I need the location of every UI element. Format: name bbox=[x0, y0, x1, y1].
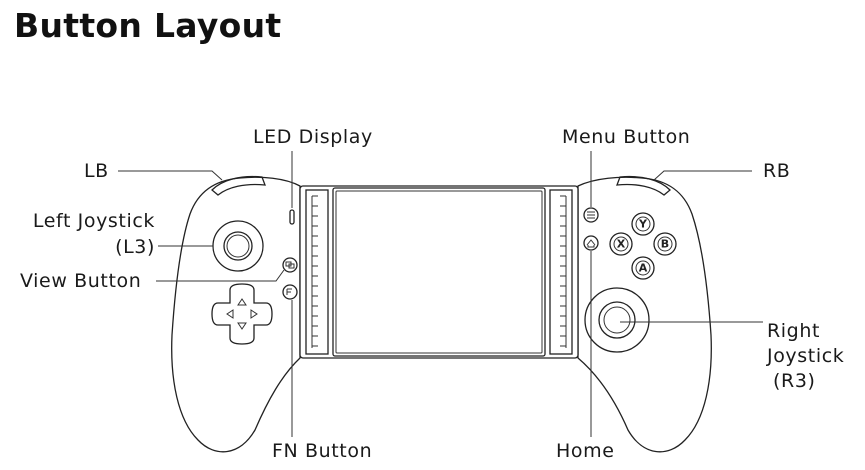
view-button bbox=[282, 257, 298, 273]
label-right-joystick-line1: Right bbox=[767, 320, 821, 342]
screen bbox=[332, 187, 546, 357]
right-joystick bbox=[584, 287, 650, 353]
label-right-joystick-line2: Joystick bbox=[767, 345, 845, 367]
d-pad-down-arrow-icon bbox=[237, 322, 247, 330]
svg-text:X: X bbox=[617, 238, 626, 251]
face-button-b: B bbox=[653, 232, 677, 256]
leader-line-view-button bbox=[156, 269, 285, 282]
left-rail-teeth bbox=[311, 195, 318, 348]
leader-line-rb bbox=[653, 170, 752, 181]
face-button-y: Y bbox=[631, 212, 655, 236]
leader-line-lb bbox=[118, 170, 223, 181]
left-grip bbox=[171, 176, 301, 453]
home-icon bbox=[586, 239, 596, 248]
label-home: Home bbox=[556, 440, 615, 462]
label-left-joystick-line1: Left Joystick bbox=[32, 210, 155, 232]
right-rail bbox=[549, 189, 573, 355]
label-rb: RB bbox=[763, 160, 791, 182]
label-led-display: LED Display bbox=[253, 126, 373, 148]
label-menu-button: Menu Button bbox=[562, 126, 691, 148]
lb-bumper bbox=[211, 175, 266, 196]
home-button bbox=[583, 235, 599, 251]
label-view-button: View Button bbox=[20, 270, 142, 292]
menu-button bbox=[583, 207, 599, 223]
face-button-a: A bbox=[631, 256, 655, 280]
d-pad bbox=[211, 283, 273, 345]
label-lb: LB bbox=[84, 160, 109, 182]
label-fn-button: FN Button bbox=[272, 440, 373, 462]
screen-inner bbox=[335, 190, 543, 354]
label-left-joystick: Left Joystick (L3) bbox=[6, 210, 155, 258]
d-pad-right-arrow-icon bbox=[250, 309, 258, 319]
page-title: Button Layout bbox=[14, 6, 282, 45]
svg-text:Y: Y bbox=[638, 218, 648, 231]
left-rail bbox=[305, 189, 329, 355]
rb-bumper bbox=[616, 175, 671, 196]
d-pad-up-arrow-icon bbox=[237, 298, 247, 306]
label-left-joystick-line2: (L3) bbox=[115, 236, 155, 258]
d-pad-left-arrow-icon bbox=[226, 309, 234, 319]
svg-text:B: B bbox=[661, 238, 669, 251]
fn-button bbox=[282, 284, 298, 300]
svg-text:A: A bbox=[639, 262, 648, 275]
label-right-joystick: Right Joystick (R3) bbox=[767, 320, 844, 392]
right-rail-teeth bbox=[560, 195, 567, 348]
led-display bbox=[289, 209, 295, 225]
face-button-x: X bbox=[609, 232, 633, 256]
label-right-joystick-line3: (R3) bbox=[773, 370, 816, 392]
left-joystick bbox=[212, 220, 264, 272]
